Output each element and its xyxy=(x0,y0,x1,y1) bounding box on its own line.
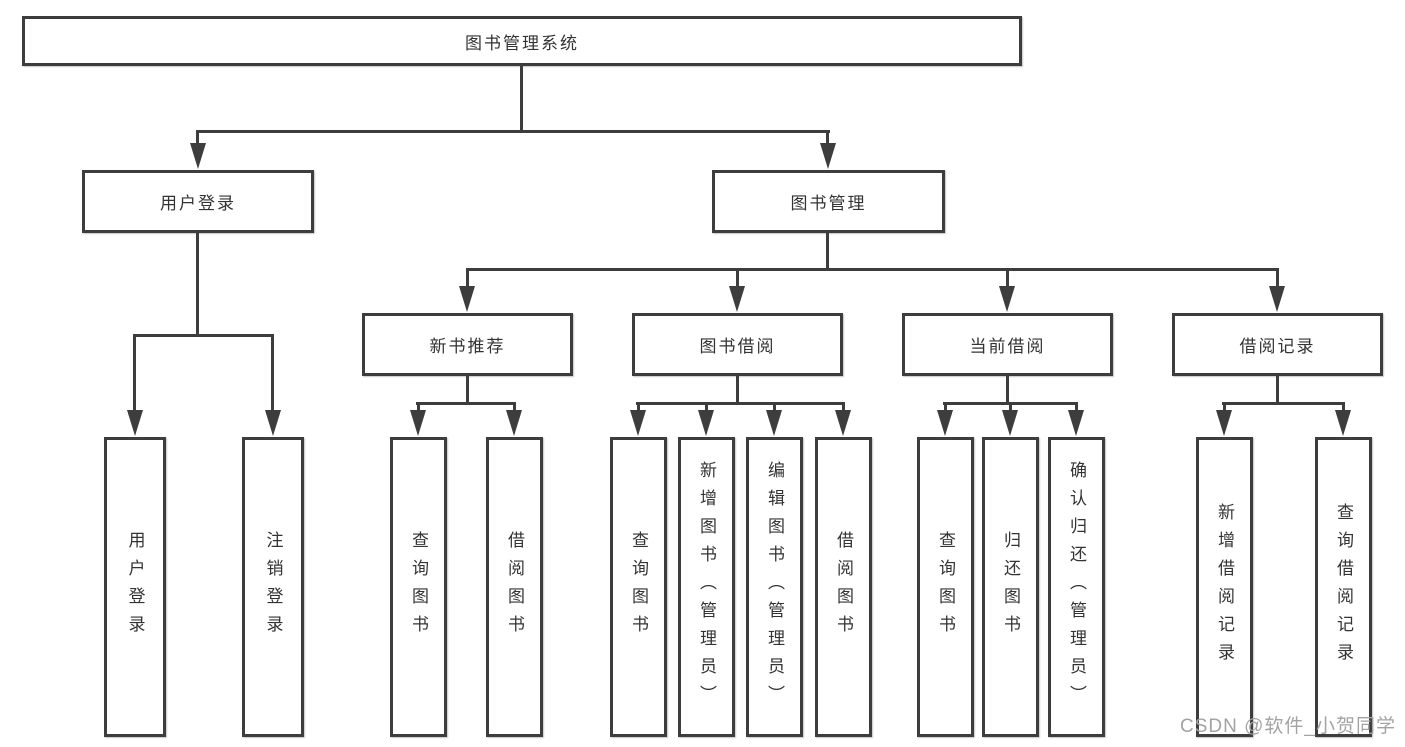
node-current-borrow: 当前借阅 xyxy=(902,313,1113,376)
leaf-current-return: 归还图书 xyxy=(982,437,1039,737)
node-user-login: 用户登录 xyxy=(82,170,314,233)
leaf-records-query: 查询借阅记录 xyxy=(1315,437,1372,737)
arrowhead-down xyxy=(937,410,953,436)
connector-user-login-branch xyxy=(133,334,274,337)
arrowhead-down xyxy=(265,410,281,436)
arrowhead-down xyxy=(1002,410,1018,436)
connector-leg xyxy=(1223,402,1226,414)
connector-new-books-stem xyxy=(466,376,469,404)
connector-leg xyxy=(1075,402,1078,414)
connector-leg-leaf-logout xyxy=(271,334,274,414)
connector-user-login-stem xyxy=(196,233,199,336)
node-new-books: 新书推荐 xyxy=(362,313,573,376)
arrowhead-down xyxy=(820,143,836,169)
arrowhead-down xyxy=(410,410,426,436)
connector-leg xyxy=(637,402,640,414)
arrowhead-down xyxy=(1269,286,1285,312)
leaf-newbooks-borrow: 借阅图书 xyxy=(486,437,543,737)
csdn-watermark: CSDN @软件_小贺同学 xyxy=(1180,716,1396,737)
node-book-management: 图书管理 xyxy=(712,170,945,233)
arrowhead-down xyxy=(698,410,714,436)
connector-borrow-records-branch xyxy=(1222,402,1345,405)
arrowhead-down xyxy=(506,410,522,436)
node-book-borrow: 图书借阅 xyxy=(632,313,843,376)
leaf-current-query: 查询图书 xyxy=(917,437,974,737)
leaf-records-add: 新增借阅记录 xyxy=(1196,437,1253,737)
connector-level3-branch xyxy=(466,268,1279,271)
connector-leg xyxy=(842,402,845,414)
connector-leg-user-login xyxy=(196,130,199,148)
connector-leg xyxy=(417,402,420,414)
arrowhead-down xyxy=(190,143,206,169)
arrowhead-down xyxy=(1335,410,1351,436)
connector-leg xyxy=(944,402,947,414)
connector-book-mgmt-stem xyxy=(826,233,829,271)
arrowhead-down xyxy=(729,286,745,312)
leaf-borrow-query: 查询图书 xyxy=(610,437,667,737)
connector-leg-new-books xyxy=(466,268,469,290)
arrowhead-down xyxy=(127,410,143,436)
connector-leg-book-borrow xyxy=(736,268,739,290)
arrowhead-down xyxy=(999,286,1015,312)
leaf-newbooks-query: 查询图书 xyxy=(390,437,447,737)
connector-book-borrow-stem xyxy=(736,376,739,404)
connector-leg xyxy=(1342,402,1345,414)
arrowhead-down xyxy=(1068,410,1084,436)
leaf-user-login: 用户登录 xyxy=(104,437,166,737)
connector-borrow-records-stem xyxy=(1276,376,1279,404)
connector-new-books-branch xyxy=(416,402,516,405)
connector-leg-leaf-login xyxy=(133,334,136,414)
connector-leg-borrow-records xyxy=(1276,268,1279,290)
connector-leg xyxy=(705,402,708,414)
connector-leg xyxy=(513,402,516,414)
arrowhead-down xyxy=(630,410,646,436)
connector-root-stem xyxy=(520,66,523,130)
connector-leg xyxy=(1009,402,1012,414)
leaf-logout: 注销登录 xyxy=(242,437,304,737)
connector-leg-book-mgmt xyxy=(826,130,829,148)
arrowhead-down xyxy=(835,410,851,436)
leaf-borrow-borrow: 借阅图书 xyxy=(815,437,872,737)
connector-current-borrow-stem xyxy=(1006,376,1009,404)
arrowhead-down xyxy=(766,410,782,436)
node-root: 图书管理系统 xyxy=(22,16,1022,66)
arrowhead-down xyxy=(459,286,475,312)
leaf-borrow-edit-admin: 编辑图书（管理员） xyxy=(746,437,803,737)
arrowhead-down xyxy=(1216,410,1232,436)
connector-level2-branch xyxy=(196,130,830,133)
connector-book-borrow-branch xyxy=(636,402,845,405)
node-borrow-records: 借阅记录 xyxy=(1172,313,1383,376)
leaf-borrow-add-admin: 新增图书（管理员） xyxy=(678,437,735,737)
connector-leg xyxy=(773,402,776,414)
leaf-current-confirm-admin: 确认归还（管理员） xyxy=(1048,437,1105,737)
connector-leg-current-borrow xyxy=(1006,268,1009,290)
